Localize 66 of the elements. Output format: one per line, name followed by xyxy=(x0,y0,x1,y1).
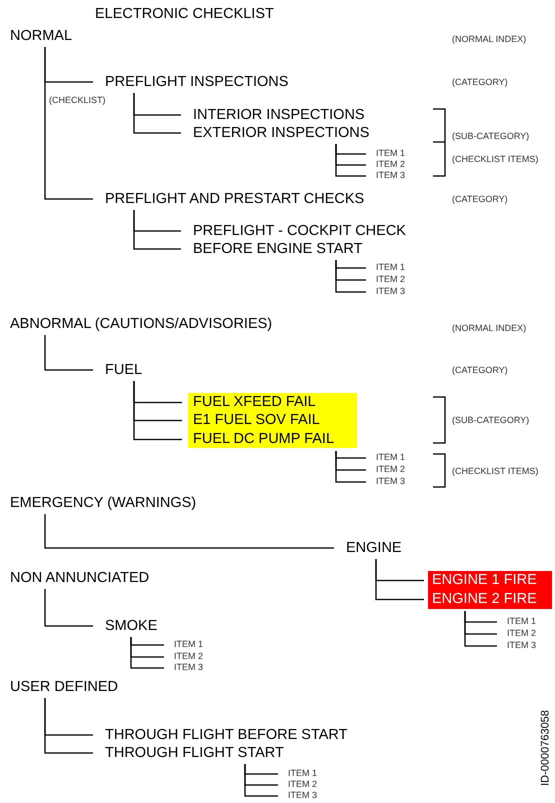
checklist-entry: PREFLIGHT INSPECTIONS xyxy=(105,73,288,91)
tree-connector xyxy=(44,589,93,627)
checklist-item: ITEM 1 xyxy=(376,452,406,464)
annotation-label: (CATEGORY) xyxy=(452,76,508,88)
annotation-label: (CATEGORY) xyxy=(452,194,508,204)
checklist-item: ITEM 1 xyxy=(174,639,204,651)
checklist-item: ITEM 3 xyxy=(174,662,204,674)
checklist-item: ITEM 3 xyxy=(288,790,318,802)
checklist-item: ITEM 2 xyxy=(507,628,536,640)
highlighted-caution-entry: FUEL XFEED FAIL xyxy=(188,392,357,412)
checklist-entry: EXTERIOR INSPECTIONS xyxy=(193,124,370,142)
checklist-entry: NORMAL xyxy=(10,27,72,45)
checklist-item: ITEM 1 xyxy=(288,768,318,780)
diagram-title: ELECTRONIC CHECKLIST xyxy=(95,5,274,23)
checklist-item: ITEM 2 xyxy=(376,274,406,286)
tree-connector xyxy=(44,335,93,371)
tree-connector xyxy=(133,93,181,134)
checklist-entry: INTERIOR INSPECTIONS xyxy=(193,106,365,124)
checklist-item: ITEM 1 xyxy=(507,616,536,628)
tree-connector xyxy=(335,144,366,177)
annotation-label: (CATEGORY) xyxy=(452,364,508,376)
tree-connector xyxy=(375,559,424,600)
checklist-entry: NON ANNUNCIATED xyxy=(10,569,150,587)
checklist-item: ITEM 1 xyxy=(376,148,406,160)
checklist-entry: THROUGH FLIGHT START xyxy=(105,744,284,762)
annotation-label: (SUB-CATEGORY) xyxy=(452,414,530,426)
checklist-item: ITEM 2 xyxy=(174,651,204,663)
highlighted-warning-entry: ENGINE 2 FIRE xyxy=(428,590,552,608)
checklist-item: ITEM 2 xyxy=(288,779,318,791)
checklist-item: ITEM 3 xyxy=(376,476,406,488)
highlighted-caution-entry: FUEL DC PUMP FAIL xyxy=(188,430,357,448)
tree-connector xyxy=(133,381,182,440)
checklist-entry: ENGINE xyxy=(346,539,402,557)
checklist-entry: BEFORE ENGINE START xyxy=(193,240,362,258)
checklist-entry: EMERGENCY (WARNINGS) xyxy=(10,494,196,512)
tree-connector xyxy=(335,451,366,483)
checklist-entry: ABNORMAL (CAUTIONS/ADVISORIES) xyxy=(10,315,272,333)
tree-connector xyxy=(335,260,366,293)
tree-connector xyxy=(244,764,278,797)
annotation-label: (SUB-CATEGORY) xyxy=(452,130,530,142)
tree-connector xyxy=(44,47,93,200)
checklist-item: ITEM 3 xyxy=(376,170,406,182)
checklist-entry: PREFLIGHT AND PRESTART CHECKS xyxy=(105,190,364,208)
highlighted-warning-entry: ENGINE 1 FIRE xyxy=(428,570,552,590)
checklist-item: ITEM 3 xyxy=(507,640,536,652)
tree-connector xyxy=(133,210,181,250)
tree-connector xyxy=(130,637,164,669)
annotation-label: (CHECKLIST ITEMS) xyxy=(452,466,538,476)
tree-connector xyxy=(44,514,334,549)
figure-id: ID-0000763058 xyxy=(540,710,552,786)
checklist-entry: USER DEFINED xyxy=(10,678,118,696)
tree-connector xyxy=(44,698,93,754)
checklist-item: ITEM 1 xyxy=(376,262,406,274)
checklist-item: ITEM 2 xyxy=(376,159,406,171)
annotation-label: (CHECKLIST ITEMS) xyxy=(452,154,538,164)
annotation-label: (CHECKLIST) xyxy=(49,94,106,106)
annotation-label: (NORMAL INDEX) xyxy=(452,34,526,44)
checklist-item: ITEM 2 xyxy=(376,464,406,476)
annotation-label: (NORMAL INDEX) xyxy=(452,322,526,334)
checklist-item: ITEM 3 xyxy=(376,286,406,298)
checklist-entry: THROUGH FLIGHT BEFORE START xyxy=(105,726,348,744)
checklist-entry: SMOKE xyxy=(105,617,158,635)
tree-connector xyxy=(464,611,497,647)
checklist-entry: FUEL xyxy=(105,361,142,379)
checklist-entry: PREFLIGHT - COCKPIT CHECK xyxy=(193,222,406,240)
highlighted-caution-entry: E1 FUEL SOV FAIL xyxy=(188,411,357,430)
